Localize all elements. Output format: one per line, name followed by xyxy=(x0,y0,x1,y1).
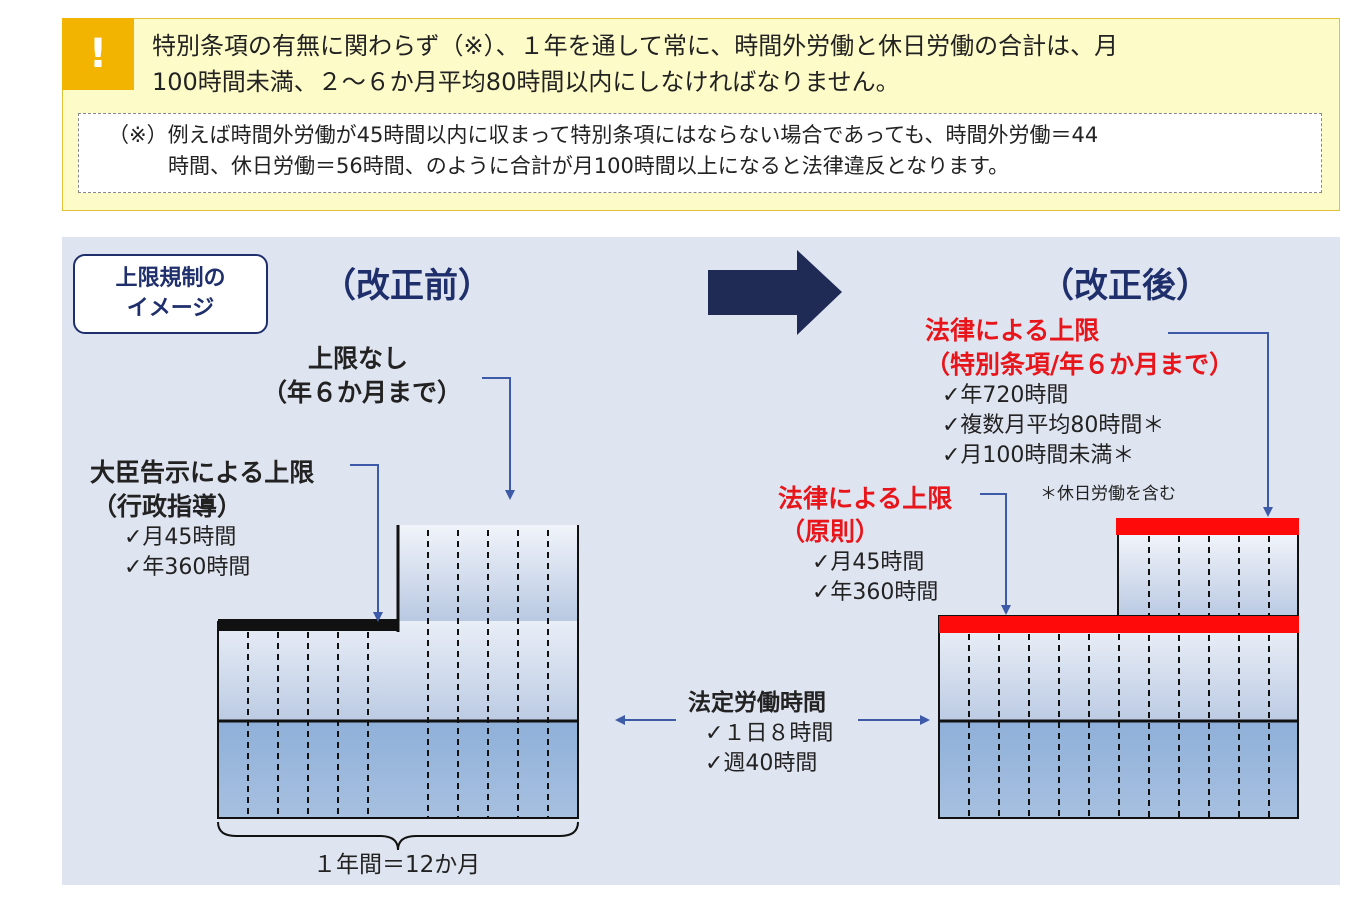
badge-line-1: 上限規制の xyxy=(115,266,226,291)
minister-item-month: ✓月45時間 xyxy=(124,525,237,550)
law-principle-item-month: ✓月45時間 xyxy=(812,550,925,575)
no-limit-sub-label: （年６か月まで） xyxy=(262,378,463,407)
minister-item-year: ✓年360時間 xyxy=(124,555,251,580)
law-principle-label: 法律による上限 xyxy=(778,484,953,513)
notice-main-line-2: 100時間未満、２～６か月平均80時間以内にしなければなりません。 xyxy=(152,68,900,96)
before-title: （改正前） xyxy=(322,266,492,306)
badge-line-2: イメージ xyxy=(126,296,215,321)
law-special-label: 法律による上限 xyxy=(925,316,1100,345)
law-principle-item-year: ✓年360時間 xyxy=(812,580,939,605)
no-limit-label: 上限なし xyxy=(308,344,409,373)
law-special-item-month: ✓月100時間未満＊ xyxy=(942,443,1135,468)
law-special-sub-label: （特別条項/年６か月まで） xyxy=(925,350,1235,379)
right-arrow-icon xyxy=(708,250,842,335)
notice-main-line-1: 特別条項の有無に関わらず（※）、１年を通して常に、時間外労働と休日労働の合計は、… xyxy=(152,32,1119,60)
after-chart xyxy=(938,518,1299,819)
law-principle-sub-label: （原則） xyxy=(780,517,881,546)
notice-sub-line-1: （※）例えば時間外労働が45時間以内に収まって特別条項にはならない場合であっても… xyxy=(108,123,1099,147)
notice-main-text: 特別条項の有無に関わらず（※）、１年を通して常に、時間外労働と休日労働の合計は、… xyxy=(152,28,1332,100)
before-chart xyxy=(217,525,579,851)
notice-sub-box xyxy=(78,113,1322,193)
notice-sub-line-2: 時間、休日労働＝56時間、のように合計が月100時間以上になると法律違反となりま… xyxy=(168,154,1010,178)
notice-sub-text: （※）例えば時間外労働が45時間以内に収まって特別条項にはならない場合であっても… xyxy=(108,120,1313,182)
after-title: （改正後） xyxy=(1040,266,1210,306)
law-special-item-average: ✓複数月平均80時間＊ xyxy=(942,413,1165,438)
minister-limit-sub-label: （行政指導） xyxy=(92,492,243,521)
minister-limit-label: 大臣告示による上限 xyxy=(90,458,315,487)
exclamation-icon: ! xyxy=(62,18,134,90)
legal-hours-week: ✓週40時間 xyxy=(705,751,818,776)
law-special-note: ＊休日労働を含む xyxy=(1040,484,1176,504)
image-badge: 上限規制の イメージ xyxy=(73,254,268,334)
law-special-item-year: ✓年720時間 xyxy=(942,383,1069,408)
legal-hours-day: ✓１日８時間 xyxy=(705,721,834,746)
legal-hours-title: 法定労働時間 xyxy=(688,690,826,716)
year-label: １年間＝12か月 xyxy=(313,852,481,878)
